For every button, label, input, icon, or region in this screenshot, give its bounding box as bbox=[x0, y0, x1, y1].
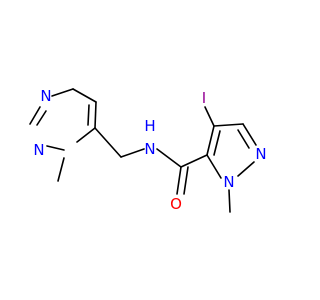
bond-left-n1-n2-ring bbox=[46, 145, 65, 151]
bond-left-n2-n1 bbox=[29, 106, 41, 125]
bond-right-n-methyl bbox=[228, 189, 231, 213]
bond-right-c5-c4-double bbox=[213, 130, 221, 156]
bond-carbonyl-o bbox=[176, 166, 182, 195]
atom-left-n1: N bbox=[33, 141, 44, 159]
bond-left-c3-c4 bbox=[72, 88, 97, 103]
bond-nh-carbonyl bbox=[156, 148, 182, 168]
bond-right-c5-c4 bbox=[206, 125, 215, 156]
bond-c4-iodine bbox=[204, 106, 215, 127]
bond-left-c4-c5-double bbox=[87, 104, 90, 126]
bond-carbonyl-ring bbox=[180, 154, 208, 168]
bond-left-n2-c3 bbox=[51, 88, 74, 97]
atom-left-n2: N bbox=[40, 87, 51, 105]
bond-left-c5-n1 bbox=[76, 127, 96, 143]
right-pyrazole-ring bbox=[204, 106, 257, 213]
atom-carbonyl-o: O bbox=[170, 195, 182, 213]
atom-amide-h: H bbox=[144, 117, 155, 135]
bond-ch2-nh bbox=[120, 148, 145, 158]
atom-iodine: I bbox=[202, 89, 206, 107]
bond-right-n2-n1 bbox=[237, 161, 255, 177]
bond-carbonyl-o-double bbox=[183, 166, 189, 195]
bond-right-c3-n2 bbox=[242, 123, 257, 146]
bond-left-n2-n1-double bbox=[36, 110, 47, 126]
bond-left-n-methyl bbox=[57, 157, 65, 182]
left-pyrazole-ring bbox=[29, 88, 97, 182]
structure-svg: N N N H O I N N bbox=[29, 87, 267, 213]
atom-right-n1: N bbox=[223, 173, 234, 191]
molecule-diagram: N N N H O I N N bbox=[29, 87, 267, 213]
atom-right-n2: N bbox=[255, 145, 266, 163]
bond-right-n1-c5 bbox=[206, 154, 222, 179]
bond-right-c4-c3 bbox=[213, 123, 244, 127]
atom-amide-n: N bbox=[144, 140, 155, 158]
bond-right-c3-n2-double bbox=[237, 129, 250, 149]
bond-left-c4-c5 bbox=[94, 101, 97, 129]
bond-ring-ch2 bbox=[94, 127, 122, 158]
